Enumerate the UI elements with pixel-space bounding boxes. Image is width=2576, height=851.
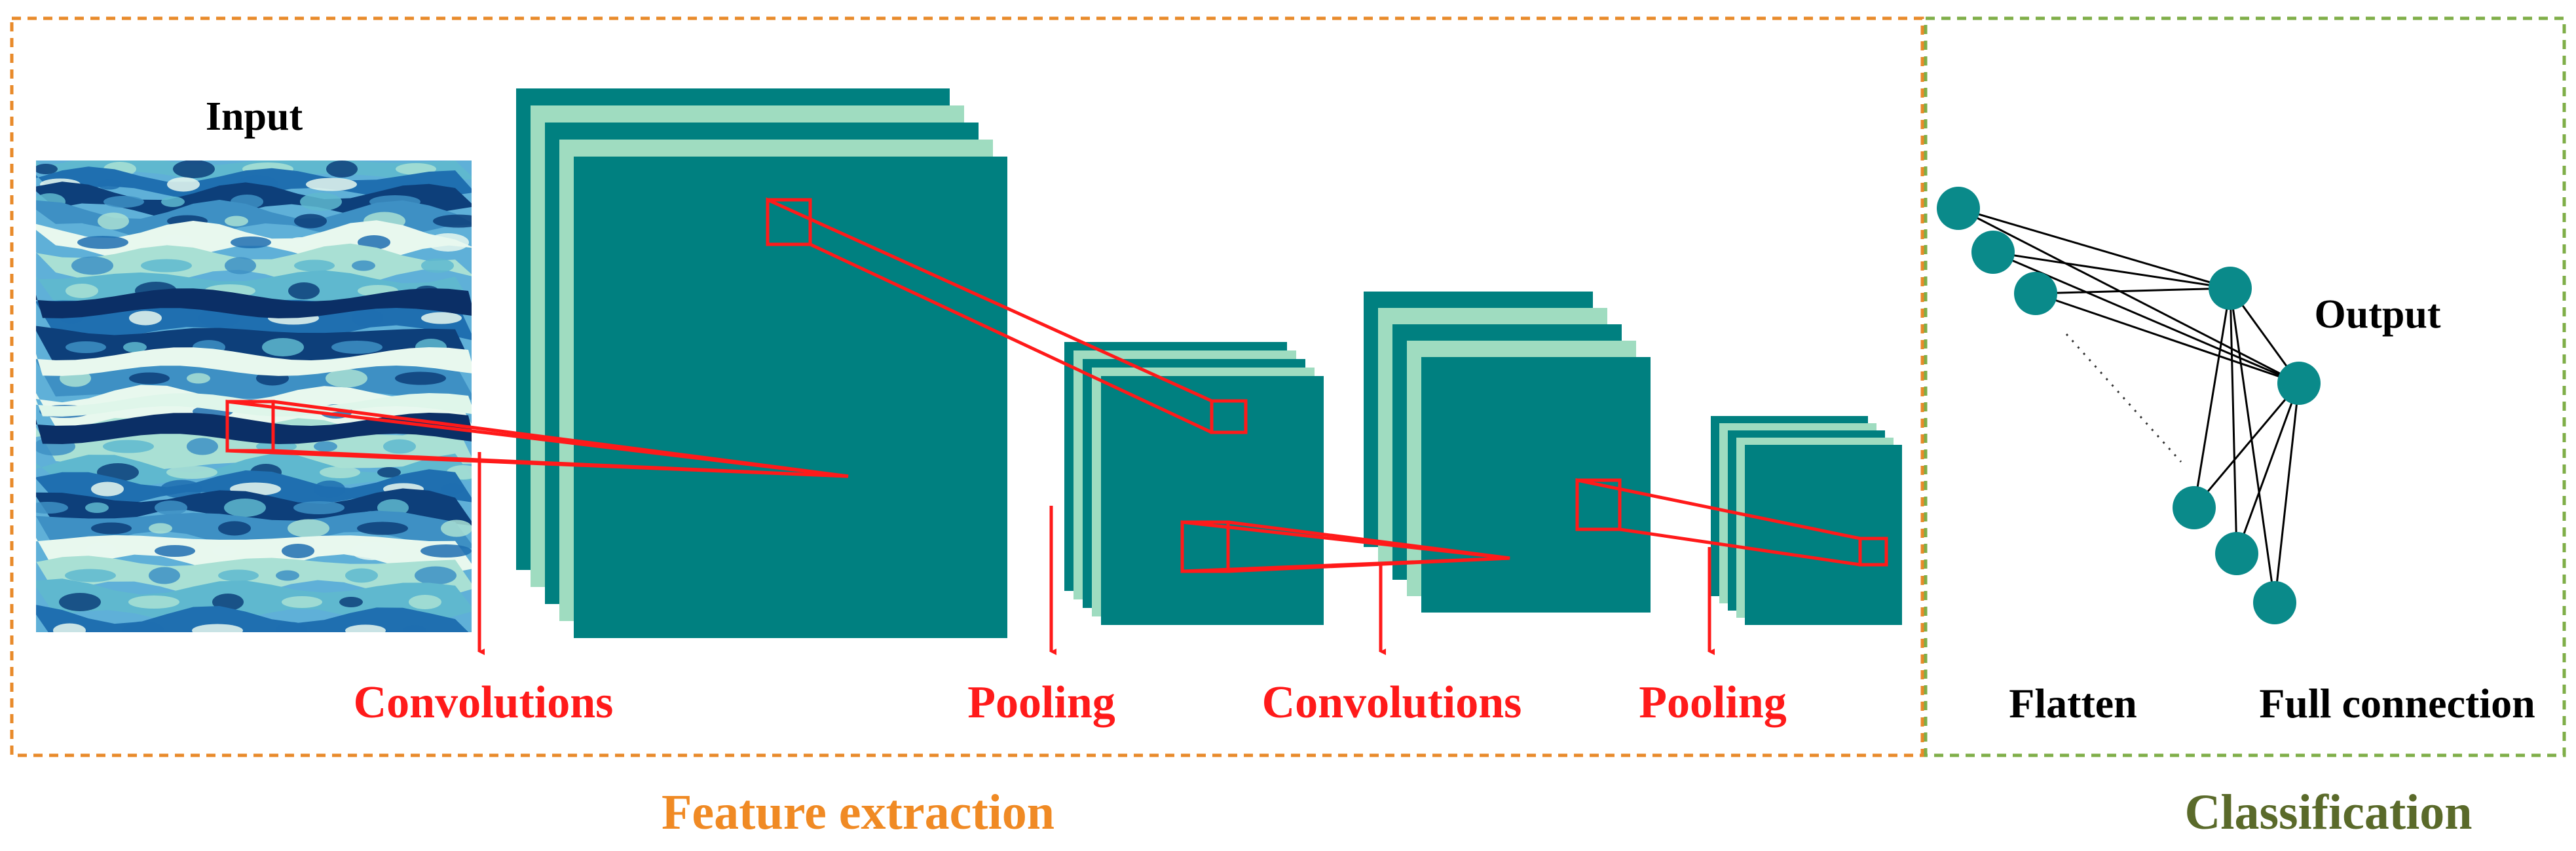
pooling-label-1: Pooling bbox=[967, 677, 1115, 728]
pool2-feature-maps-layer bbox=[1745, 445, 1902, 625]
output-neuron bbox=[2209, 267, 2252, 310]
conv2-feature-maps bbox=[1364, 292, 1651, 613]
connections bbox=[1958, 207, 2300, 603]
flatten-neuron bbox=[2173, 486, 2216, 529]
input-label: Input bbox=[206, 94, 303, 139]
conv1-feature-maps bbox=[516, 88, 1007, 638]
output-label: Output bbox=[2315, 292, 2441, 337]
output-neuron bbox=[2277, 362, 2321, 405]
full-connection-label: Full connection bbox=[2259, 680, 2535, 727]
conv2-feature-maps-layer bbox=[1421, 357, 1651, 613]
flatten-neuron bbox=[2253, 581, 2296, 624]
convolutions-label-2: Convolutions bbox=[1262, 677, 1522, 728]
flatten-neuron bbox=[2014, 272, 2057, 315]
input-image bbox=[36, 161, 472, 632]
conv1-feature-maps-layer bbox=[574, 157, 1007, 638]
feature-extraction-box bbox=[10, 16, 1924, 757]
pool2-feature-maps bbox=[1711, 416, 1902, 625]
flatten-neuron bbox=[1971, 231, 2015, 274]
pool1-feature-maps bbox=[1064, 342, 1324, 625]
classification-title: Classification bbox=[2184, 785, 2472, 840]
flatten-neuron bbox=[2215, 532, 2258, 575]
receptive-field-projections bbox=[225, 197, 1888, 573]
pooling-label-2: Pooling bbox=[1639, 677, 1787, 728]
flatten-neuron bbox=[1937, 187, 1980, 230]
feature-extraction-title: Feature extraction bbox=[662, 785, 1055, 840]
fully-connected-network bbox=[1937, 187, 2321, 624]
classification-box bbox=[1924, 16, 2566, 757]
convolutions-label-1: Convolutions bbox=[354, 677, 614, 728]
flatten-label: Flatten bbox=[2009, 680, 2137, 727]
arrows bbox=[477, 452, 1715, 655]
